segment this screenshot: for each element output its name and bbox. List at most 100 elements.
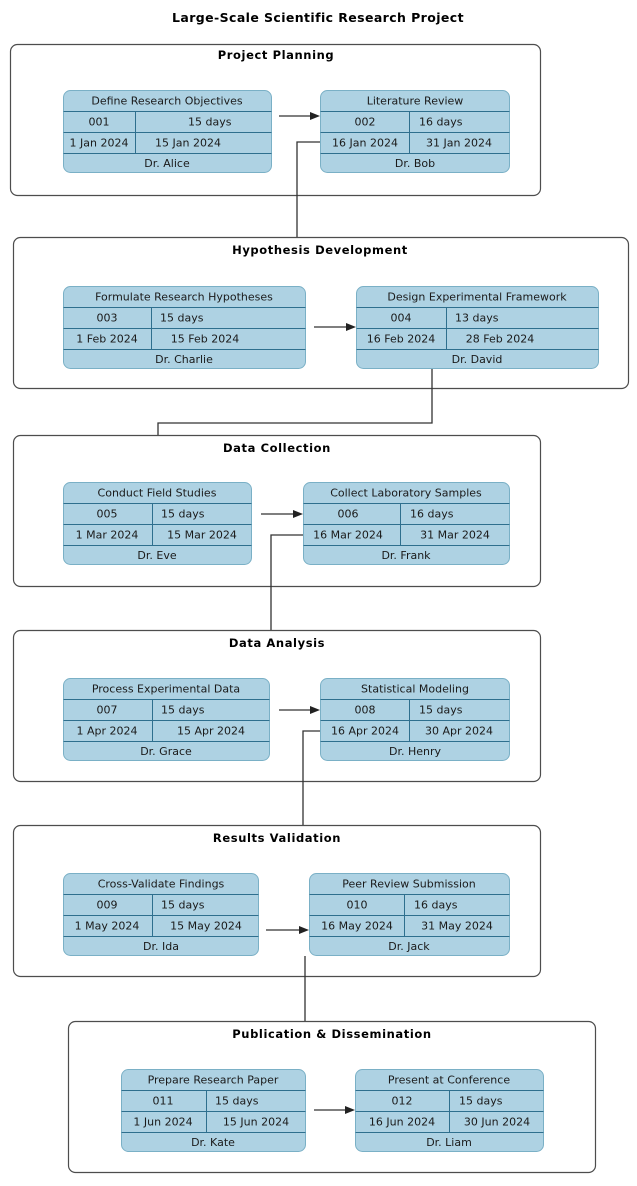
task-card-012[interactable]: Present at Conference 012 15 days 16 Jun… (355, 1069, 544, 1152)
task-start-date: 16 Apr 2024 (331, 725, 399, 738)
task-owner: Dr. Kate (191, 1136, 235, 1149)
task-owner: Dr. Frank (381, 549, 431, 562)
task-code: 005 (97, 508, 118, 521)
task-start-date: 1 Apr 2024 (76, 725, 137, 738)
task-code: 011 (153, 1095, 174, 1108)
task-end-date: 31 May 2024 (421, 920, 493, 933)
group-title: Results Validation (213, 831, 341, 845)
task-card-008[interactable]: Statistical Modeling 008 15 days 16 Apr … (320, 678, 510, 761)
task-owner: Dr. Henry (389, 745, 442, 758)
task-code: 012 (392, 1095, 413, 1108)
task-name: Statistical Modeling (361, 683, 469, 696)
task-start-date: 1 Jan 2024 (70, 137, 129, 150)
task-code: 003 (97, 312, 118, 325)
task-end-date: 31 Jan 2024 (426, 137, 492, 150)
connector-001-to-002 (279, 112, 320, 120)
task-end-date: 31 Mar 2024 (420, 529, 490, 542)
task-owner: Dr. Eve (137, 549, 176, 562)
task-code: 007 (97, 704, 118, 717)
task-start-date: 1 May 2024 (75, 920, 140, 933)
task-end-date: 15 Jun 2024 (223, 1116, 289, 1129)
connector-009-to-010 (266, 926, 309, 934)
task-name: Design Experimental Framework (387, 291, 567, 304)
task-start-date: 1 Feb 2024 (76, 333, 137, 346)
task-name: Cross-Validate Findings (98, 878, 225, 891)
task-duration: 15 days (161, 899, 205, 912)
task-name: Peer Review Submission (342, 878, 475, 891)
task-owner: Dr. Charlie (155, 353, 213, 366)
connector-007-to-008 (279, 706, 320, 714)
task-card-010[interactable]: Peer Review Submission 010 16 days 16 Ma… (309, 873, 510, 956)
task-code: 002 (355, 116, 376, 129)
task-code: 004 (391, 312, 412, 325)
task-duration: 16 days (414, 899, 458, 912)
task-duration: 16 days (410, 508, 454, 521)
group-data-collection: Data Collection Conduct Field Studies 00… (12, 434, 542, 588)
task-code: 010 (347, 899, 368, 912)
task-name: Collect Laboratory Samples (330, 487, 482, 500)
task-code: 008 (355, 704, 376, 717)
task-code: 009 (97, 899, 118, 912)
task-end-date: 30 Jun 2024 (464, 1116, 530, 1129)
task-code: 006 (338, 508, 359, 521)
task-owner: Dr. David (452, 353, 503, 366)
connector-003-to-004 (314, 323, 356, 331)
task-card-009[interactable]: Cross-Validate Findings 009 15 days 1 Ma… (63, 873, 259, 956)
connector-005-to-006 (261, 510, 303, 518)
group-title: Data Analysis (229, 636, 325, 650)
task-card-002[interactable]: Literature Review 002 16 days 16 Jan 202… (320, 90, 510, 173)
task-start-date: 1 Jun 2024 (133, 1116, 192, 1129)
task-card-007[interactable]: Process Experimental Data 007 15 days 1 … (63, 678, 270, 761)
task-start-date: 16 Feb 2024 (367, 333, 435, 346)
task-duration: 15 days (160, 312, 204, 325)
task-card-003[interactable]: Formulate Research Hypotheses 003 15 day… (63, 286, 306, 369)
task-name: Prepare Research Paper (148, 1074, 279, 1087)
task-start-date: 1 Mar 2024 (76, 529, 139, 542)
task-duration: 13 days (455, 312, 499, 325)
task-card-001[interactable]: Define Research Objectives 001 15 days 1… (63, 90, 272, 173)
task-card-011[interactable]: Prepare Research Paper 011 15 days 1 Jun… (121, 1069, 306, 1152)
group-title: Data Collection (223, 441, 331, 455)
page-title: Large-Scale Scientific Research Project (172, 10, 464, 25)
group-data-analysis: Data Analysis Process Experimental Data … (12, 629, 542, 783)
group-results-validation: Results Validation Cross-Validate Findin… (12, 824, 542, 978)
task-name: Conduct Field Studies (98, 487, 217, 500)
task-end-date: 30 Apr 2024 (425, 725, 493, 738)
task-owner: Dr. Jack (388, 940, 430, 953)
task-end-date: 15 Mar 2024 (167, 529, 237, 542)
task-end-date: 15 Jan 2024 (155, 137, 221, 150)
task-owner: Dr. Bob (395, 157, 435, 170)
task-duration: 15 days (188, 116, 232, 129)
task-name: Process Experimental Data (92, 683, 240, 696)
task-start-date: 16 Jan 2024 (332, 137, 398, 150)
task-end-date: 15 Apr 2024 (177, 725, 245, 738)
task-start-date: 16 Jun 2024 (369, 1116, 435, 1129)
task-owner: Dr. Liam (426, 1136, 472, 1149)
group-title: Hypothesis Development (232, 243, 408, 257)
task-card-004[interactable]: Design Experimental Framework 004 13 day… (356, 286, 599, 369)
task-duration: 15 days (161, 704, 205, 717)
task-end-date: 28 Feb 2024 (466, 333, 534, 346)
group-project-planning: Project Planning Define Research Objecti… (9, 43, 542, 197)
task-duration: 15 days (459, 1095, 503, 1108)
task-card-006[interactable]: Collect Laboratory Samples 006 16 days 1… (303, 482, 510, 565)
task-end-date: 15 May 2024 (170, 920, 242, 933)
task-owner: Dr. Alice (144, 157, 190, 170)
task-name: Present at Conference (388, 1074, 510, 1087)
task-owner: Dr. Ida (143, 940, 179, 953)
task-duration: 15 days (419, 704, 463, 717)
task-duration: 15 days (161, 508, 205, 521)
task-name: Formulate Research Hypotheses (95, 291, 273, 304)
group-publication-dissemination: Publication & Dissemination Prepare Rese… (67, 1020, 597, 1174)
task-duration: 15 days (215, 1095, 259, 1108)
connector-011-to-012 (314, 1106, 355, 1114)
task-card-005[interactable]: Conduct Field Studies 005 15 days 1 Mar … (63, 482, 252, 565)
task-code: 001 (89, 116, 110, 129)
task-name: Literature Review (367, 95, 464, 108)
task-owner: Dr. Grace (140, 745, 192, 758)
group-title: Project Planning (218, 48, 335, 62)
task-name: Define Research Objectives (91, 95, 243, 108)
task-start-date: 16 May 2024 (321, 920, 393, 933)
group-hypothesis-development: Hypothesis Development Formulate Researc… (12, 236, 630, 390)
